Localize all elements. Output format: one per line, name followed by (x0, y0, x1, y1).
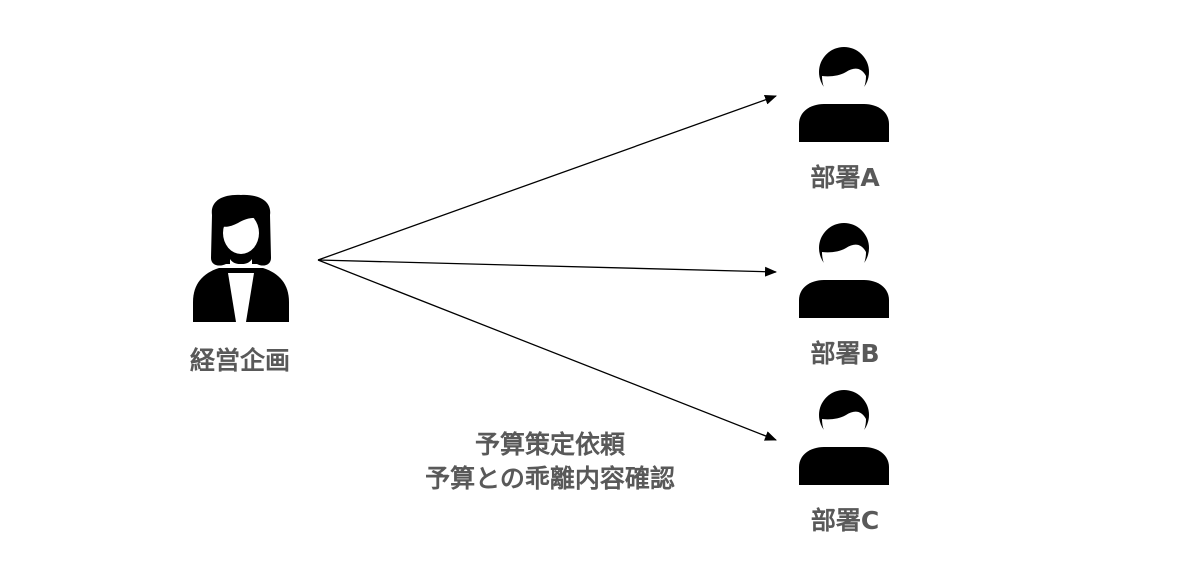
arrow-to-dept-c (317, 259, 777, 441)
source-label: 経営企画 (189, 346, 290, 375)
arrow-to-dept-b (317, 259, 777, 277)
arrow-to-dept-a (317, 95, 777, 261)
caption-line-2: 予算との乖離内容確認 (425, 464, 675, 493)
caption-line-1: 予算策定依頼 (474, 430, 625, 459)
dept-a-label: 部署A (810, 163, 880, 192)
dept-c-label: 部署C (810, 506, 880, 535)
person-icon-dept-a (799, 47, 889, 142)
dept-b-label: 部署B (810, 339, 880, 368)
arrow-caption: 予算策定依頼 予算との乖離内容確認 (380, 428, 720, 496)
person-icon-dept-b (799, 223, 889, 318)
businesswoman-icon (193, 194, 289, 322)
person-icon-dept-c (799, 390, 889, 485)
